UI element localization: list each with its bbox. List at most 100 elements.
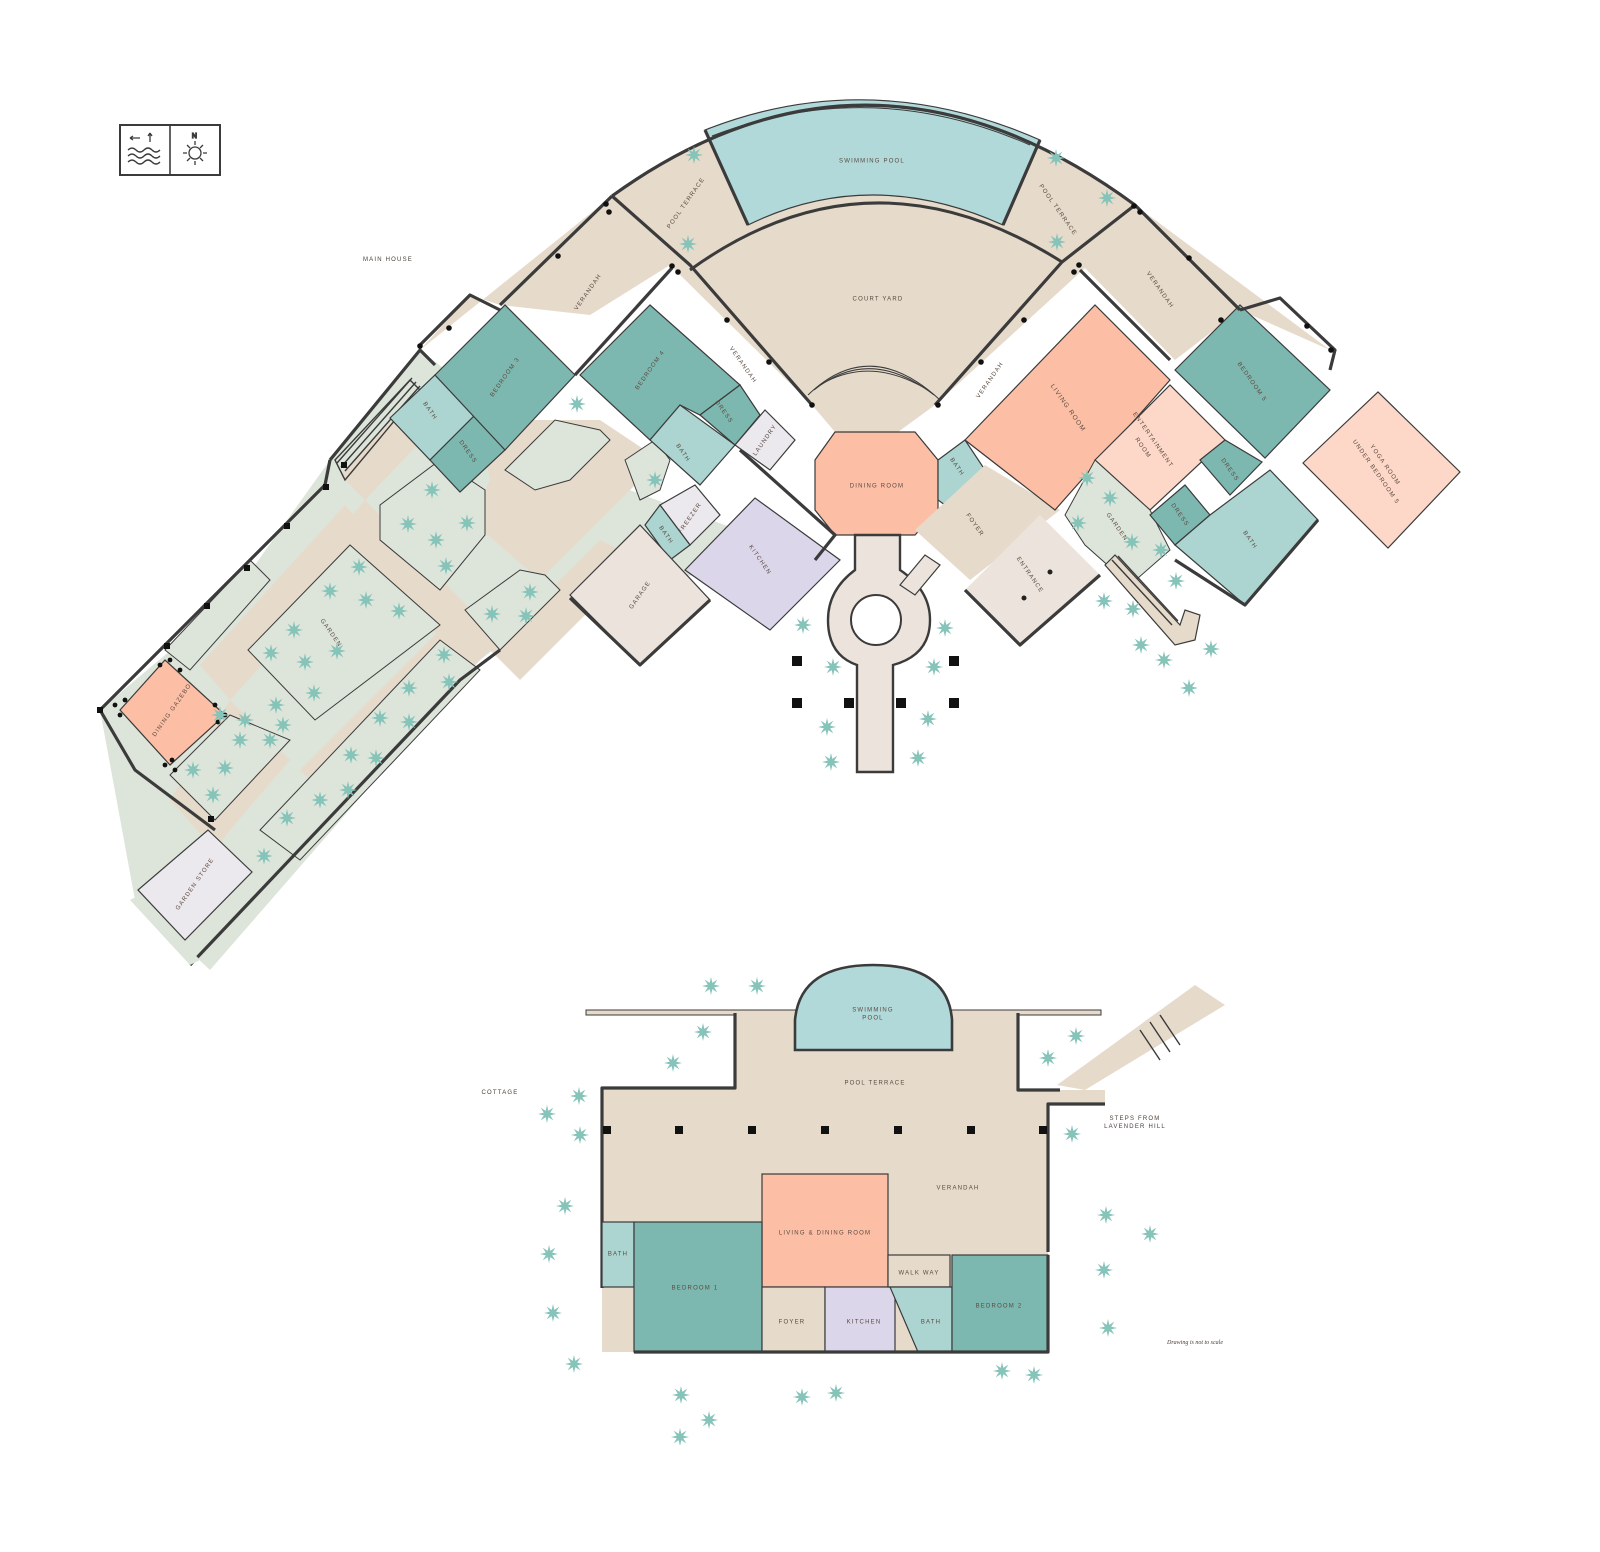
room-cottage-bath-left [601,1221,635,1288]
plant-icon [700,1411,718,1429]
plant-icon [993,1362,1011,1380]
plant-icon [1067,1027,1085,1045]
room-foyer [915,465,1060,580]
cottage: COTTAGE STEPS FROM LAVENDER HILL SWIMMIN… [482,963,1225,1354]
plant-icon [1047,149,1065,167]
label-verandah-3: VERANDAH [976,361,1006,400]
room-cottage-bedroom-2 [951,1254,1049,1353]
label-swimming-pool: SWIMMING POOL [839,159,905,165]
plant-icon [357,591,375,609]
plant-icon [367,749,385,767]
plant-icon [423,481,441,499]
plant-icon [1099,1319,1117,1337]
label-dining-room: DINING ROOM [850,484,905,490]
plant-icon [517,607,535,625]
plant-icon [827,1384,845,1402]
plant-icon [748,977,766,995]
plant-icon [285,621,303,639]
plant-icon [437,557,455,575]
plant-icon [565,1355,583,1373]
plant-icon [305,684,323,702]
plant-icon [1124,600,1142,618]
plant-icon [1098,189,1116,207]
plant-icon [679,235,697,253]
label-cottage-pool-2: POOL [862,1016,883,1022]
plant-icon [204,786,222,804]
plant-icon [1152,541,1170,559]
plant-icon [400,713,418,731]
room-cottage-kitchen [824,1286,896,1353]
room-dress-5 [1199,439,1263,496]
plant-icon [794,616,812,634]
room-entrance [965,515,1100,645]
plant-icon [822,753,840,771]
plant-icon [274,716,292,734]
section-cottage: COTTAGE [482,1090,519,1096]
plant-icon [350,558,368,576]
plant-icon [427,531,445,549]
plant-icon [1063,1125,1081,1143]
plant-icon [184,761,202,779]
room-kitchen [684,497,841,631]
plant-icon [1123,533,1141,551]
plant-icon [321,582,339,600]
room-cottage-foyer [761,1286,826,1353]
plant-icon [255,847,273,865]
waves-icon [127,132,161,165]
plant-icon [267,696,285,714]
driveway [792,533,959,774]
plant-icon [296,653,314,671]
plant-icon [390,602,408,620]
label-cottage-pool-terrace: POOL TERRACE [844,1081,905,1087]
plant-icon [909,749,927,767]
label-cottage-living: LIVING & DINING ROOM [779,1231,871,1237]
label-cottage-foyer: FOYER [779,1320,806,1326]
room-dining [814,431,939,536]
plant-icon [1155,651,1173,669]
label-cottage-bath-left: BATH [608,1252,628,1258]
plant-icon [1141,1225,1159,1243]
plant-icon [664,1054,682,1072]
section-main-house: MAIN HOUSE [363,257,413,263]
room-cottage-bedroom-1 [633,1221,763,1353]
plant-icon [919,710,937,728]
plant-icon [570,1087,588,1105]
verandah-band [420,105,1330,433]
plant-icon [538,1105,556,1123]
label-cottage-walkway: WALK WAY [898,1271,939,1277]
plant-icon [236,711,254,729]
plant-icon [824,658,842,676]
columns [417,201,1334,408]
plant-icon [440,673,458,691]
legend-box: N [119,124,221,176]
plant-icon [1078,469,1096,487]
plant-icon [793,1388,811,1406]
plant-icon [672,1386,690,1404]
garden-right [1064,459,1171,586]
plant-icon [339,781,357,799]
plant-icon [1101,489,1119,507]
plant-icon [216,759,234,777]
cottage-pool-terrace [602,1013,1105,1128]
plant-icon [1025,1366,1043,1384]
plant-icon [311,791,329,809]
plant-icon [818,718,836,736]
plant-icon [1095,592,1113,610]
label-cottage-verandah: VERANDAH [937,1186,980,1192]
label-court-yard: COURT YARD [853,297,904,303]
label-cottage-pool-1: SWIMMING [852,1008,894,1014]
plant-icon [556,1197,574,1215]
plant-icon [540,1245,558,1263]
steps-label-1: STEPS FROM [1109,1116,1160,1122]
room-cottage-living [761,1173,889,1288]
plant-icon [399,515,417,533]
plant-icon [1039,1049,1057,1067]
plant-icon [1097,1206,1115,1224]
plant-icon [483,605,501,623]
label-cottage-bath-right: BATH [921,1320,941,1326]
room-cottage-walkway [887,1254,951,1288]
compass-sun-icon: N [183,132,207,165]
plant-icon [1202,640,1220,658]
room-garden-store [137,829,253,941]
